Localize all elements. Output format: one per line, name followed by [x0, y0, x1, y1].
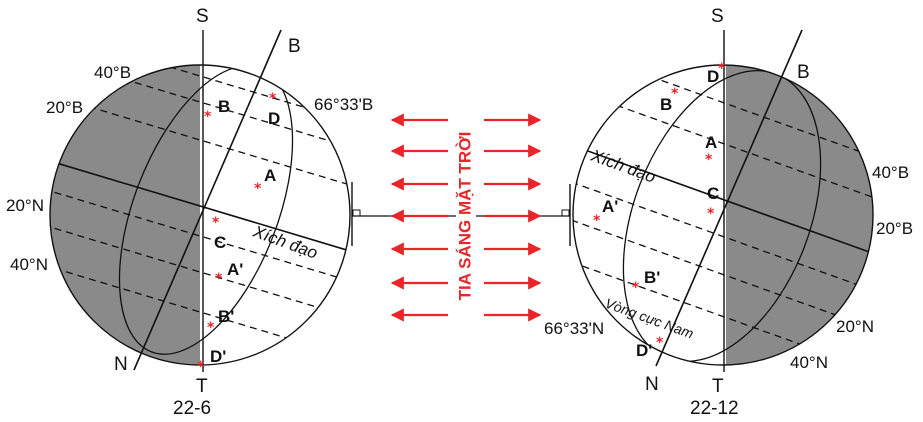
right-lat-40n-label: 40°N — [790, 353, 828, 372]
right-earth-axis — [655, 29, 803, 367]
right-star-b: * — [671, 86, 679, 102]
right-date-label: 22-12 — [690, 398, 739, 419]
right-globe: S B N T 22-12 40°B 20°B 20°N 40°N 66°33'… — [544, 6, 913, 419]
left-star-c: * — [212, 215, 220, 231]
left-right-angle — [352, 209, 361, 217]
left-star-b: * — [204, 109, 212, 125]
left-pole-top-label: S — [196, 6, 209, 27]
left-point-c: C — [214, 233, 226, 252]
left-axis-bottom-label: N — [114, 354, 128, 375]
left-point-b: B — [218, 97, 230, 116]
left-star-b-prime: * — [207, 320, 215, 336]
right-axis-bottom-label: N — [645, 374, 659, 395]
left-point-a: A — [264, 166, 276, 185]
left-earth-axis — [133, 29, 282, 371]
right-lat-20n-label: 20°N — [836, 317, 874, 336]
right-star-c: * — [707, 206, 715, 222]
left-point-d: D — [268, 109, 280, 128]
right-star-b-prime: * — [632, 280, 640, 296]
left-star-a: * — [254, 181, 262, 197]
left-lat-40b-label: 40°B — [94, 63, 131, 82]
left-globe: S B N T 22-6 40°B 20°B 20°N 40°N 66°33'B… — [6, 6, 373, 419]
left-point-a-prime: A' — [227, 260, 243, 279]
right-point-b-prime: B' — [644, 268, 660, 287]
left-star-a-prime: * — [215, 271, 223, 287]
left-date-label: 22-6 — [173, 398, 211, 419]
right-pole-top-label: S — [711, 6, 724, 27]
right-pole-bottom-label: T — [712, 376, 724, 397]
right-star-d-prime: * — [656, 335, 664, 351]
right-antarctic-lat-label: 66°33'N — [544, 319, 604, 338]
left-lat-20-south — [50, 181, 350, 291]
left-point-markers: * * * * * * * — [197, 91, 277, 375]
right-lat-20-south — [573, 177, 873, 301]
right-star-a: * — [705, 152, 713, 168]
right-star-a-prime: * — [593, 213, 601, 229]
left-point-d-prime: D' — [210, 347, 226, 366]
right-point-a: A — [705, 133, 717, 152]
left-lat-20b-label: 20°B — [46, 98, 83, 117]
right-lat-40b-label: 40°B — [872, 163, 909, 182]
sun-rays: TIA SÁNG MẶT TRỜI — [351, 96, 571, 326]
right-point-b: B — [660, 95, 672, 114]
left-pole-bottom-label: T — [196, 376, 208, 397]
right-point-d: D — [707, 67, 719, 86]
left-star-d-prime: * — [197, 359, 205, 375]
left-arctic-label: 66°33'B — [314, 95, 373, 114]
left-star-d: * — [269, 91, 277, 107]
right-point-d-prime: D' — [636, 341, 652, 360]
right-point-a-prime: A' — [602, 197, 618, 216]
right-point-markers: * * * * * * * — [593, 61, 726, 351]
right-star-d: * — [718, 61, 726, 77]
left-equator — [50, 151, 350, 261]
right-lat-20b-label: 20°B — [876, 219, 913, 238]
left-points: B D A C A' B' D' — [210, 97, 280, 366]
left-axis-top-label: B — [288, 36, 301, 57]
left-point-b-prime: B' — [218, 307, 234, 326]
right-points: D B A C A' B' D' — [602, 67, 719, 360]
right-axis-top-label: B — [797, 62, 810, 83]
sun-rays-label: TIA SÁNG MẶT TRỜI — [455, 132, 474, 301]
left-lat-20n-label: 20°N — [6, 196, 44, 215]
right-lat-40-north — [573, 65, 873, 167]
right-right-angle — [561, 209, 570, 217]
right-point-c: C — [707, 184, 719, 203]
left-lat-40n-label: 40°N — [10, 255, 48, 274]
right-equator — [573, 140, 873, 264]
